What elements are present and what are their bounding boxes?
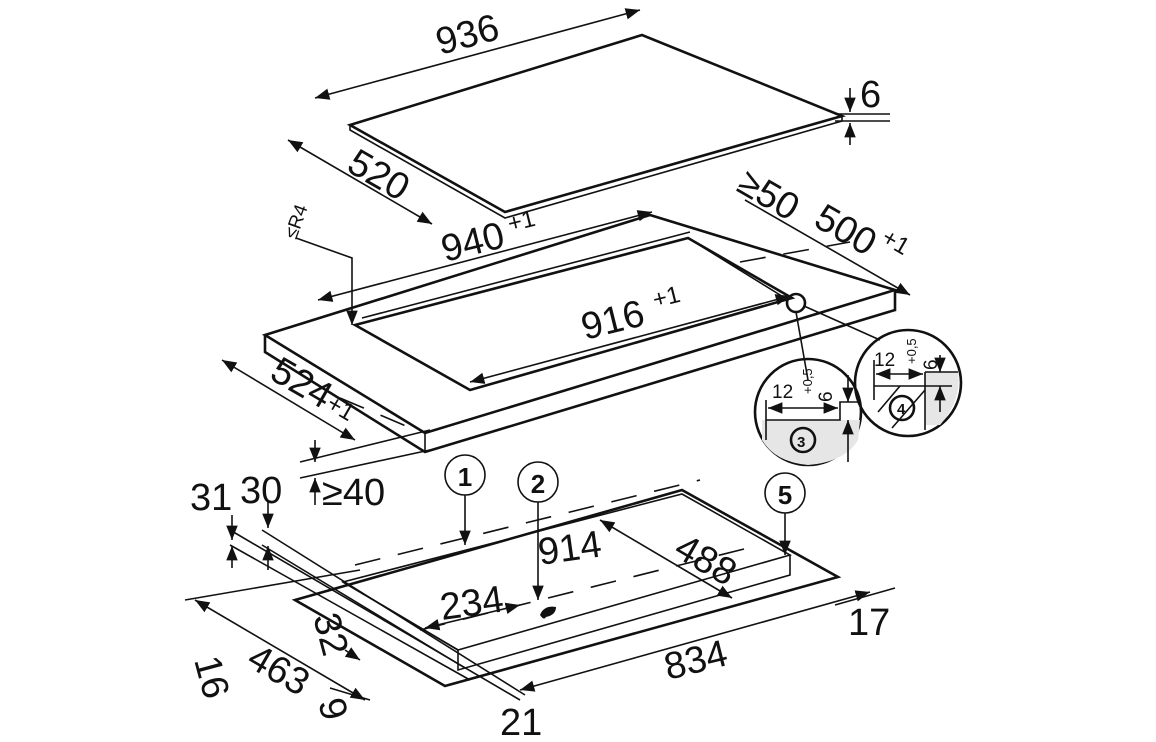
dim-914: 914 <box>535 523 604 573</box>
dim-6: 6 <box>860 74 881 116</box>
detail4-tol: +0,5 <box>904 338 919 364</box>
dim-520: 520 <box>341 141 417 209</box>
dim-line-520 <box>287 139 433 225</box>
callout-1: 1 <box>444 454 486 545</box>
dim-9: 9 <box>309 693 355 724</box>
dim-16: 16 <box>185 651 237 703</box>
dim-30: 30 <box>240 470 282 512</box>
dim-463: 463 <box>241 636 317 704</box>
dim-500: 500 <box>808 196 884 264</box>
dim-940-tol: +1 <box>505 205 538 238</box>
dim-31: 31 <box>190 477 232 519</box>
callout-2: 2 <box>517 461 559 600</box>
detail3-depth: 6 <box>816 391 837 402</box>
callout-1-label: 1 <box>458 462 472 492</box>
dim-r4: ≤R4 <box>281 201 313 241</box>
callout-2-label: 2 <box>531 469 545 499</box>
dim-488: 488 <box>668 526 744 594</box>
dim-834: 834 <box>660 633 732 689</box>
detail4-width: 12 <box>874 350 895 371</box>
detail-4 <box>853 328 963 438</box>
dim-line-936 <box>314 8 641 100</box>
callout-5: 5 <box>764 472 806 555</box>
dim-40: ≥40 <box>322 472 385 514</box>
dim-17: 17 <box>848 602 890 644</box>
detail4-depth: 6 <box>921 359 942 370</box>
connection-cable-icon <box>540 606 556 619</box>
detail3-tol: +0,5 <box>800 368 815 394</box>
dim-936: 936 <box>431 7 503 64</box>
worktop <box>221 199 911 505</box>
dim-21: 21 <box>500 702 542 742</box>
detail-3 <box>753 357 863 467</box>
dim-916-tol: +1 <box>650 281 683 314</box>
detail3-width: 12 <box>772 382 793 403</box>
detail4-label: 4 <box>897 401 906 418</box>
callout-5-label: 5 <box>778 480 792 510</box>
dim-234: 234 <box>437 578 506 628</box>
detail3-label: 3 <box>797 434 805 451</box>
dim-916: 916 <box>577 293 649 349</box>
glass-ceramic-top <box>287 8 890 225</box>
hob-body <box>184 479 896 701</box>
dim-50: ≥50 <box>731 161 807 229</box>
